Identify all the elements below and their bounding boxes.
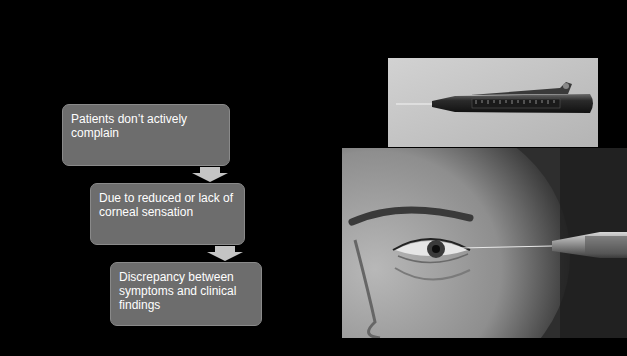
- box-text: Discrepancy between symptoms and clinica…: [119, 270, 253, 312]
- process-box: Patients don’t actively complain: [62, 104, 230, 166]
- block-arrow: [192, 167, 228, 182]
- process-box: Discrepancy between symptoms and clinica…: [110, 262, 262, 326]
- box-text: Due to reduced or lack of corneal sensat…: [99, 191, 236, 219]
- face-photo: [342, 148, 627, 338]
- box-text: Patients don’t actively complain: [71, 112, 221, 140]
- esthesiometer-photo: [388, 58, 598, 147]
- block-arrow: [207, 246, 243, 261]
- process-box: Due to reduced or lack of corneal sensat…: [90, 183, 245, 245]
